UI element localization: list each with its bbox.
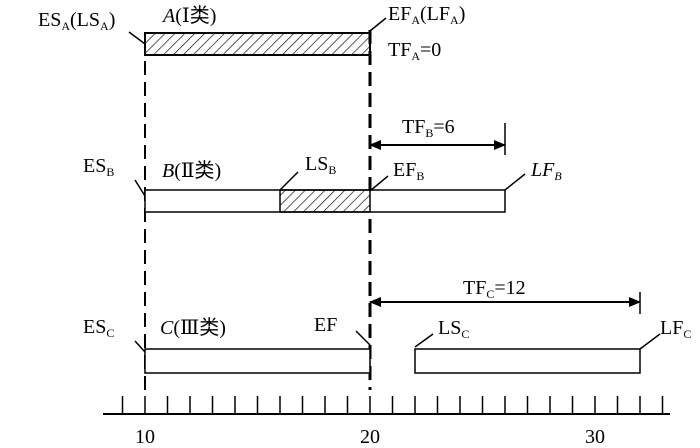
activity-b-ls-leader xyxy=(279,171,299,191)
activity-b-lf-leader xyxy=(504,173,526,191)
activity-c-ef-label: EF xyxy=(314,314,337,336)
activity-b-name: B(Ⅱ类) xyxy=(162,159,221,182)
activity-c-ls-label: LSC xyxy=(438,317,469,341)
time-axis-ticks xyxy=(121,396,664,414)
activity-a-bar xyxy=(144,32,371,56)
activity-a-name: A(Ⅰ类) xyxy=(161,4,216,27)
activity-c-lf-leader xyxy=(639,333,661,350)
activity-b-tf-label: TFB=6 xyxy=(402,116,455,140)
activity-b-ef-leader xyxy=(369,175,389,192)
time-axis-labels: 10 20 30 xyxy=(135,426,605,448)
axis-tick-label: 30 xyxy=(585,426,605,448)
activity-c-es-leader xyxy=(134,340,146,353)
activity-a-end-label: EFA(LFA) xyxy=(388,3,465,27)
activity-b-ls-label: LSB xyxy=(305,153,336,177)
activity-b-critical-segment xyxy=(279,189,371,213)
activity-a-tf-label: TFA=0 xyxy=(388,39,441,63)
activity-b-es-label: ESB xyxy=(83,155,114,179)
activity-c-name: C(Ⅲ类) xyxy=(160,316,226,339)
activity-b-ef-label: EFB xyxy=(393,159,424,183)
activity-c-tf-label: TFC=12 xyxy=(463,277,526,301)
activity-c-late-bar xyxy=(414,348,641,374)
activity-a-start-label: ESA(LSA) xyxy=(38,9,115,33)
activity-a-start-leader xyxy=(128,31,146,45)
activity-c-ls-leader xyxy=(414,333,434,348)
activity-c-ef-leader xyxy=(355,330,371,346)
activity-c-es-label: ESC xyxy=(83,316,114,340)
activity-b-lf-label: LFB xyxy=(530,159,562,183)
axis-tick-label: 20 xyxy=(360,426,380,448)
activity-a-end-leader xyxy=(369,17,387,32)
activity-b-es-leader xyxy=(134,179,146,197)
activity-c-lf-label: LFC xyxy=(660,317,691,341)
axis-tick-label: 10 xyxy=(135,426,155,448)
activity-c-early-bar xyxy=(144,348,371,374)
